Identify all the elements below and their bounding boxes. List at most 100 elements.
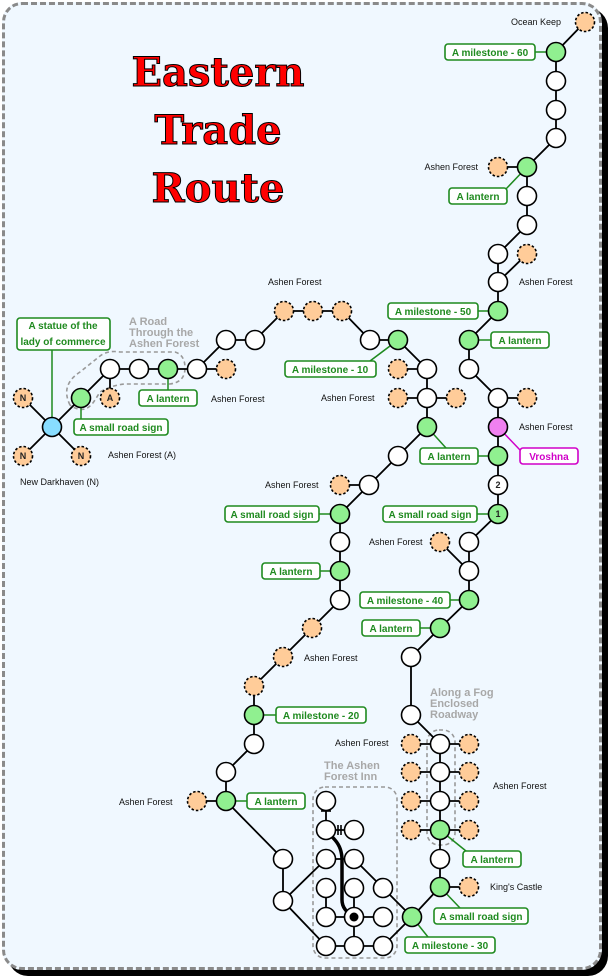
landmark-node[interactable]	[401, 906, 423, 928]
route-node[interactable]	[272, 848, 294, 870]
route-node[interactable]	[343, 819, 365, 841]
landmark-label-lantern[interactable]: A lantern	[448, 187, 508, 205]
route-node[interactable]	[487, 387, 509, 409]
landmark-label-road-sign[interactable]: A small road sign	[382, 505, 478, 523]
landmark-label-lantern[interactable]: A lantern	[361, 619, 421, 637]
landmark-node[interactable]	[243, 704, 265, 726]
route-node[interactable]	[315, 906, 337, 928]
location-node[interactable]	[458, 876, 480, 898]
route-node[interactable]	[343, 935, 365, 957]
route-node[interactable]	[516, 185, 538, 207]
route-node[interactable]	[215, 329, 237, 351]
landmark-label-milestone-40[interactable]: A milestone - 40	[359, 591, 451, 609]
landmark-node[interactable]	[429, 876, 451, 898]
location-node[interactable]	[458, 819, 480, 841]
route-node[interactable]	[329, 589, 351, 611]
route-node[interactable]	[429, 848, 451, 870]
route-node[interactable]	[372, 935, 394, 957]
landmark-label-lantern[interactable]: A lantern	[138, 389, 198, 407]
route-node[interactable]	[343, 877, 365, 899]
location-node[interactable]	[12, 445, 34, 467]
route-node[interactable]	[487, 271, 509, 293]
landmark-node[interactable]	[157, 358, 179, 380]
route-node[interactable]	[358, 474, 380, 496]
location-node[interactable]	[458, 790, 480, 812]
landmark-node[interactable]	[545, 41, 567, 63]
location-node[interactable]	[331, 300, 353, 322]
landmark-node[interactable]	[329, 560, 351, 582]
landmark-label-lantern[interactable]: A lantern	[462, 850, 522, 868]
route-node[interactable]	[343, 848, 365, 870]
location-node[interactable]	[243, 675, 265, 697]
landmark-node[interactable]	[516, 156, 538, 178]
landmark-node[interactable]	[387, 329, 409, 351]
location-node[interactable]	[458, 761, 480, 783]
route-node[interactable]	[545, 99, 567, 121]
location-node[interactable]	[487, 156, 509, 178]
route-node[interactable]	[458, 531, 480, 553]
route-node[interactable]	[429, 761, 451, 783]
route-node[interactable]	[315, 848, 337, 870]
route-node[interactable]	[215, 761, 237, 783]
route-node[interactable]	[516, 214, 538, 236]
landmark-label-milestone-20[interactable]: A milestone - 20	[275, 706, 367, 724]
landmark-label-lantern[interactable]: A lantern	[490, 331, 550, 349]
location-node[interactable]	[458, 733, 480, 755]
landmark-node[interactable]	[416, 416, 438, 438]
route-node[interactable]	[186, 358, 208, 380]
location-node[interactable]	[516, 387, 538, 409]
landmark-node[interactable]	[487, 445, 509, 467]
location-node[interactable]	[400, 790, 422, 812]
route-node[interactable]	[416, 358, 438, 380]
location-node[interactable]	[400, 733, 422, 755]
route-node[interactable]	[387, 445, 409, 467]
location-node[interactable]	[400, 761, 422, 783]
landmark-node[interactable]	[429, 819, 451, 841]
route-node[interactable]	[487, 474, 509, 496]
route-node[interactable]	[315, 877, 337, 899]
landmark-label-road-sign[interactable]: A small road sign	[433, 907, 529, 925]
landmark-label-lantern[interactable]: A lantern	[419, 447, 479, 465]
location-node[interactable]	[186, 790, 208, 812]
npc-label-vroshna[interactable]: Vroshna	[519, 447, 579, 465]
landmark-label-milestone-10[interactable]: A milestone - 10	[284, 360, 377, 378]
landmark-label-lantern[interactable]: A lantern	[246, 792, 306, 810]
landmark-node[interactable]	[329, 503, 351, 525]
route-node[interactable]	[359, 329, 381, 351]
npc-node[interactable]	[487, 416, 509, 438]
route-node[interactable]	[372, 906, 394, 928]
route-node[interactable]	[315, 935, 337, 957]
location-node[interactable]	[516, 243, 538, 265]
route-node[interactable]	[372, 877, 394, 899]
landmark-node[interactable]	[70, 387, 92, 409]
route-node[interactable]	[329, 531, 351, 553]
landmark-label-milestone-50[interactable]: A milestone - 50	[387, 302, 479, 320]
location-node[interactable]	[301, 617, 323, 639]
location-node[interactable]	[574, 11, 596, 33]
route-node[interactable]	[429, 733, 451, 755]
location-node[interactable]	[387, 358, 409, 380]
landmark-node[interactable]	[487, 300, 509, 322]
location-node[interactable]	[273, 300, 295, 322]
location-node[interactable]	[12, 387, 34, 409]
route-node[interactable]	[400, 646, 422, 668]
landmark-label-lantern[interactable]: A lantern	[261, 562, 321, 580]
location-node[interactable]	[329, 474, 351, 496]
location-node[interactable]	[272, 646, 294, 668]
landmark-label-milestone-60[interactable]: A milestone - 60	[444, 43, 536, 61]
landmark-label-road-sign[interactable]: A small road sign	[73, 418, 169, 436]
location-node[interactable]	[387, 387, 409, 409]
landmark-label-road-sign[interactable]: A small road sign	[224, 505, 320, 523]
location-node[interactable]	[70, 445, 92, 467]
location-node[interactable]	[429, 531, 451, 553]
location-node[interactable]	[99, 387, 121, 409]
route-node[interactable]	[545, 127, 567, 149]
route-node[interactable]	[315, 819, 337, 841]
route-node[interactable]	[416, 387, 438, 409]
route-node[interactable]	[272, 890, 294, 912]
landmark-node[interactable]	[429, 617, 451, 639]
landmark-node[interactable]	[458, 329, 480, 351]
location-node[interactable]	[445, 387, 467, 409]
location-node[interactable]	[400, 819, 422, 841]
